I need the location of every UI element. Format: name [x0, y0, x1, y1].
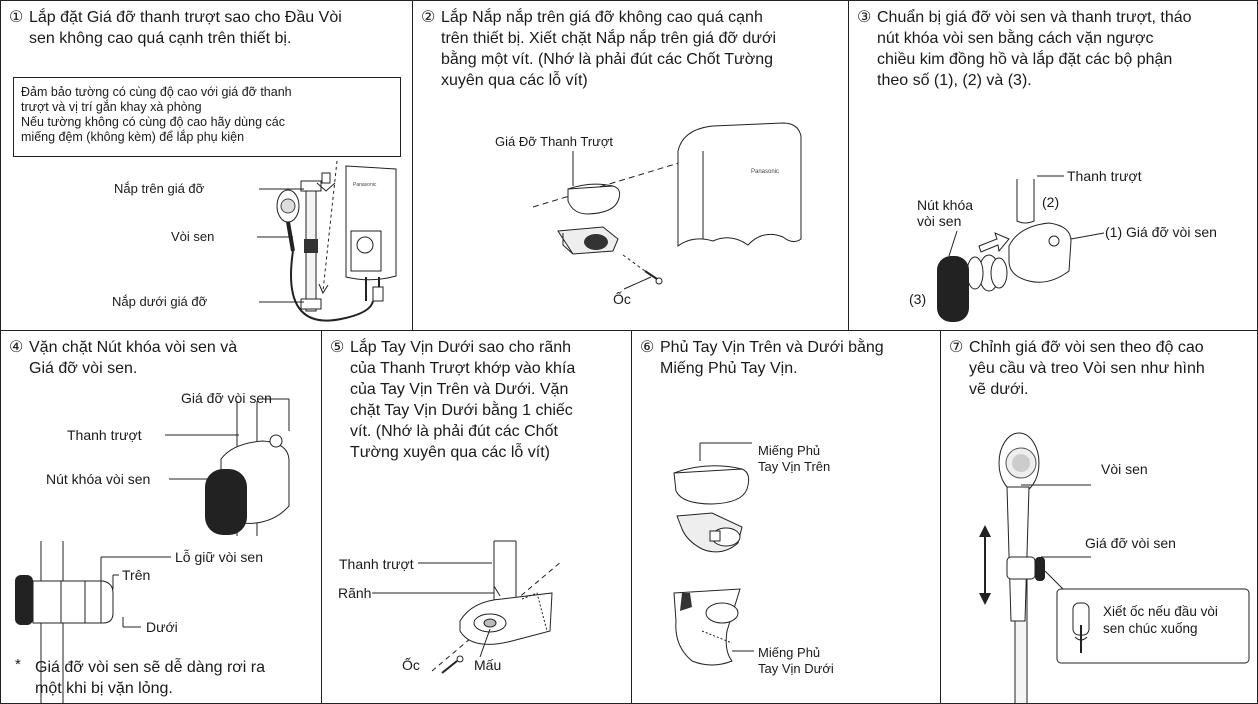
footnote-mark: * [15, 657, 21, 673]
label-bottom: Dưới [146, 619, 178, 635]
step-5-illustration [322, 331, 632, 704]
step-4-illustration [1, 331, 322, 704]
label-lower-cover: Miếng Phủ Tay Vịn Dưới [758, 645, 834, 677]
svg-text:Panasonic: Panasonic [353, 182, 377, 188]
label-groove: Rãnh [338, 585, 371, 601]
label-shower: Vòi sen [171, 229, 214, 245]
label-tab: Mấu [474, 657, 501, 673]
step-3-illustration [849, 1, 1258, 331]
label-holder: Giá đỡ vòi sen [181, 390, 272, 406]
label-slide-bar: Thanh trượt [67, 427, 142, 443]
footnote-text: Giá đỡ vòi sen sẽ dễ dàng rơi ra một khi… [35, 657, 265, 699]
label-upper-cover: Miếng Phủ Tay Vịn Trên [758, 443, 830, 475]
label-top: Trên [122, 567, 150, 583]
step-7-illustration [941, 331, 1258, 704]
label-screw: Ốc [402, 657, 420, 673]
label-holder-n1: (1) Giá đỡ vòi sen [1105, 224, 1217, 240]
label-bottom-bracket-cover: Nắp dưới giá đỡ [112, 294, 207, 310]
label-n3: (3) [909, 291, 926, 307]
label-n2: (2) [1042, 194, 1059, 210]
label-slide-bar: Thanh trượt [339, 556, 414, 572]
step-1-illustration: Panasonic [1, 1, 413, 331]
step-2-illustration: Panasonic [413, 1, 849, 331]
label-shower: Vòi sen [1101, 461, 1148, 477]
label-screw: Ốc [613, 291, 631, 307]
label-hole: Lỗ giữ vòi sen [175, 549, 263, 565]
tip-text: Xiết ốc nếu đầu vòi sen chúc xuống [1103, 603, 1218, 637]
label-slide-bracket: Giá Đỡ Thanh Trượt [495, 134, 613, 150]
label-holder: Giá đỡ vòi sen [1085, 535, 1176, 551]
label-lock-knob: Nút khóa vòi sen [917, 197, 973, 229]
heater-brand-text: Panasonic [751, 169, 779, 175]
label-slide-bar: Thanh trượt [1067, 168, 1142, 184]
label-top-bracket-cover: Nắp trên giá đỡ [114, 181, 204, 197]
label-lock-knob: Nút khóa vòi sen [46, 471, 150, 487]
